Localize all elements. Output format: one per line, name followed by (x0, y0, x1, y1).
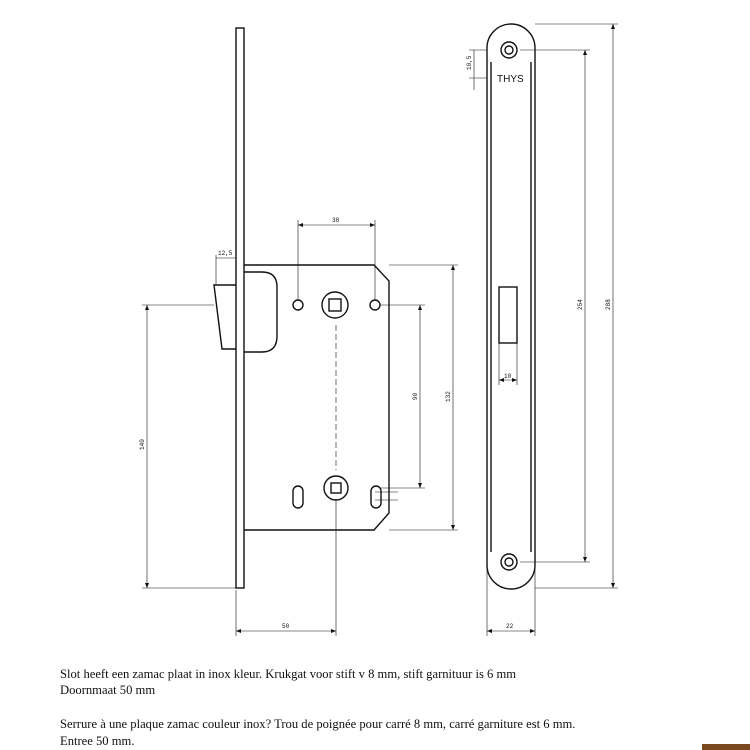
bottom-screw-hole-inner (504, 557, 514, 567)
faceplate-side-view (235, 27, 245, 589)
latch-opening (498, 286, 518, 344)
case-slot-right (370, 485, 382, 509)
corner-accent (702, 744, 750, 750)
top-screw-hole (500, 41, 518, 59)
lower-hub (323, 475, 349, 501)
faceplate-front-view (486, 23, 536, 590)
dim-follower-keyhole: 90 (412, 392, 419, 400)
lock-technical-drawing: 12,5 38 90 132 140 50 10,5 10 254 288 22… (139, 23, 618, 636)
description-nl-line2: Doornmaat 50 mm (60, 683, 156, 697)
lower-hub-square (330, 482, 342, 494)
top-screw-hole-inner (504, 45, 514, 55)
dim-strike-hole: 10,5 (466, 55, 473, 70)
description-fr-line1: Serrure à une plaque zamac couleur inox?… (60, 717, 576, 731)
brand-mark: THYS (497, 74, 524, 85)
case-screw-hole-left (292, 299, 304, 311)
bottom-screw-hole (500, 553, 518, 571)
latch-bolt (213, 284, 236, 350)
dim-case-height: 132 (445, 391, 452, 402)
dim-backset: 50 (282, 623, 290, 630)
latch-pocket (244, 271, 278, 353)
description-fr-line2: Entree 50 mm. (60, 734, 135, 748)
dim-plate-height: 288 (605, 299, 612, 310)
description-nl-line1: Slot heeft een zamac plaat in inox kleur… (60, 667, 517, 681)
case-screw-hole-right (369, 299, 381, 311)
dim-plate-screw-distance: 254 (577, 299, 584, 310)
dim-plate-width: 22 (506, 623, 514, 630)
dim-left-height: 140 (139, 439, 146, 450)
dim-latch-opening: 10 (504, 373, 512, 380)
lock-case (244, 264, 390, 531)
follower-hub (321, 291, 349, 319)
dim-spindle-spacing: 38 (332, 217, 340, 224)
case-slot-left (292, 485, 304, 509)
dim-faceplate-offset: 12,5 (218, 250, 233, 257)
follower-square (328, 298, 342, 312)
